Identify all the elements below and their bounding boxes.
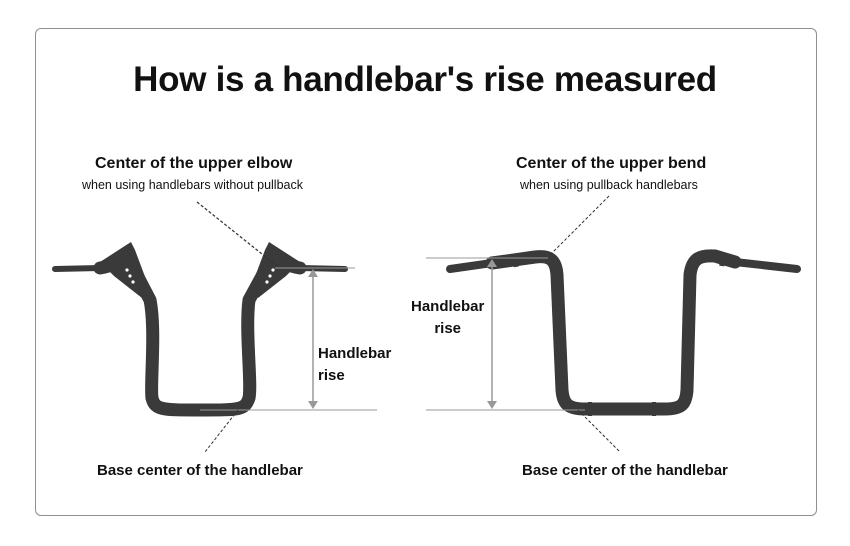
right-callout-subtitle: when using pullback handlebars — [520, 178, 698, 192]
right-bar-body — [485, 249, 742, 416]
right-handlebar — [446, 249, 801, 416]
left-rise-line2: rise — [318, 367, 345, 384]
left-callout-title: Center of the upper elbow — [95, 155, 293, 172]
right-rise-line1: Handlebar — [411, 298, 485, 315]
right-bend-leader — [548, 195, 610, 257]
right-grip-right — [731, 258, 801, 273]
left-base-label: Base center of the handlebar — [97, 462, 303, 479]
left-rise-arrowhead-down — [308, 401, 318, 409]
left-elbow-fin-left — [100, 242, 150, 298]
right-rise-label: Handlebar rise — [411, 296, 484, 340]
left-elbow-fin-right — [250, 242, 300, 298]
page-title: How is a handlebar's rise measured — [133, 60, 717, 99]
left-elbow-leader — [196, 201, 278, 267]
right-callout-title: Center of the upper bend — [516, 155, 707, 172]
left-rise-line1: Handlebar — [318, 345, 392, 362]
left-grip-left — [52, 265, 103, 272]
right-base-leader — [577, 409, 621, 453]
left-rise-arrowhead-up — [308, 269, 318, 277]
right-rise-arrowhead-up — [487, 259, 497, 267]
right-base-label: Base center of the handlebar — [522, 462, 728, 479]
left-handlebar — [52, 242, 348, 417]
right-rise-line2: rise — [434, 320, 462, 337]
left-callout-subtitle: when using handlebars without pullback — [82, 178, 303, 192]
right-grip-left — [446, 259, 496, 273]
left-base-leader — [204, 409, 239, 453]
left-rise-label: Handlebar rise — [318, 343, 391, 387]
right-rise-arrowhead-down — [487, 401, 497, 409]
